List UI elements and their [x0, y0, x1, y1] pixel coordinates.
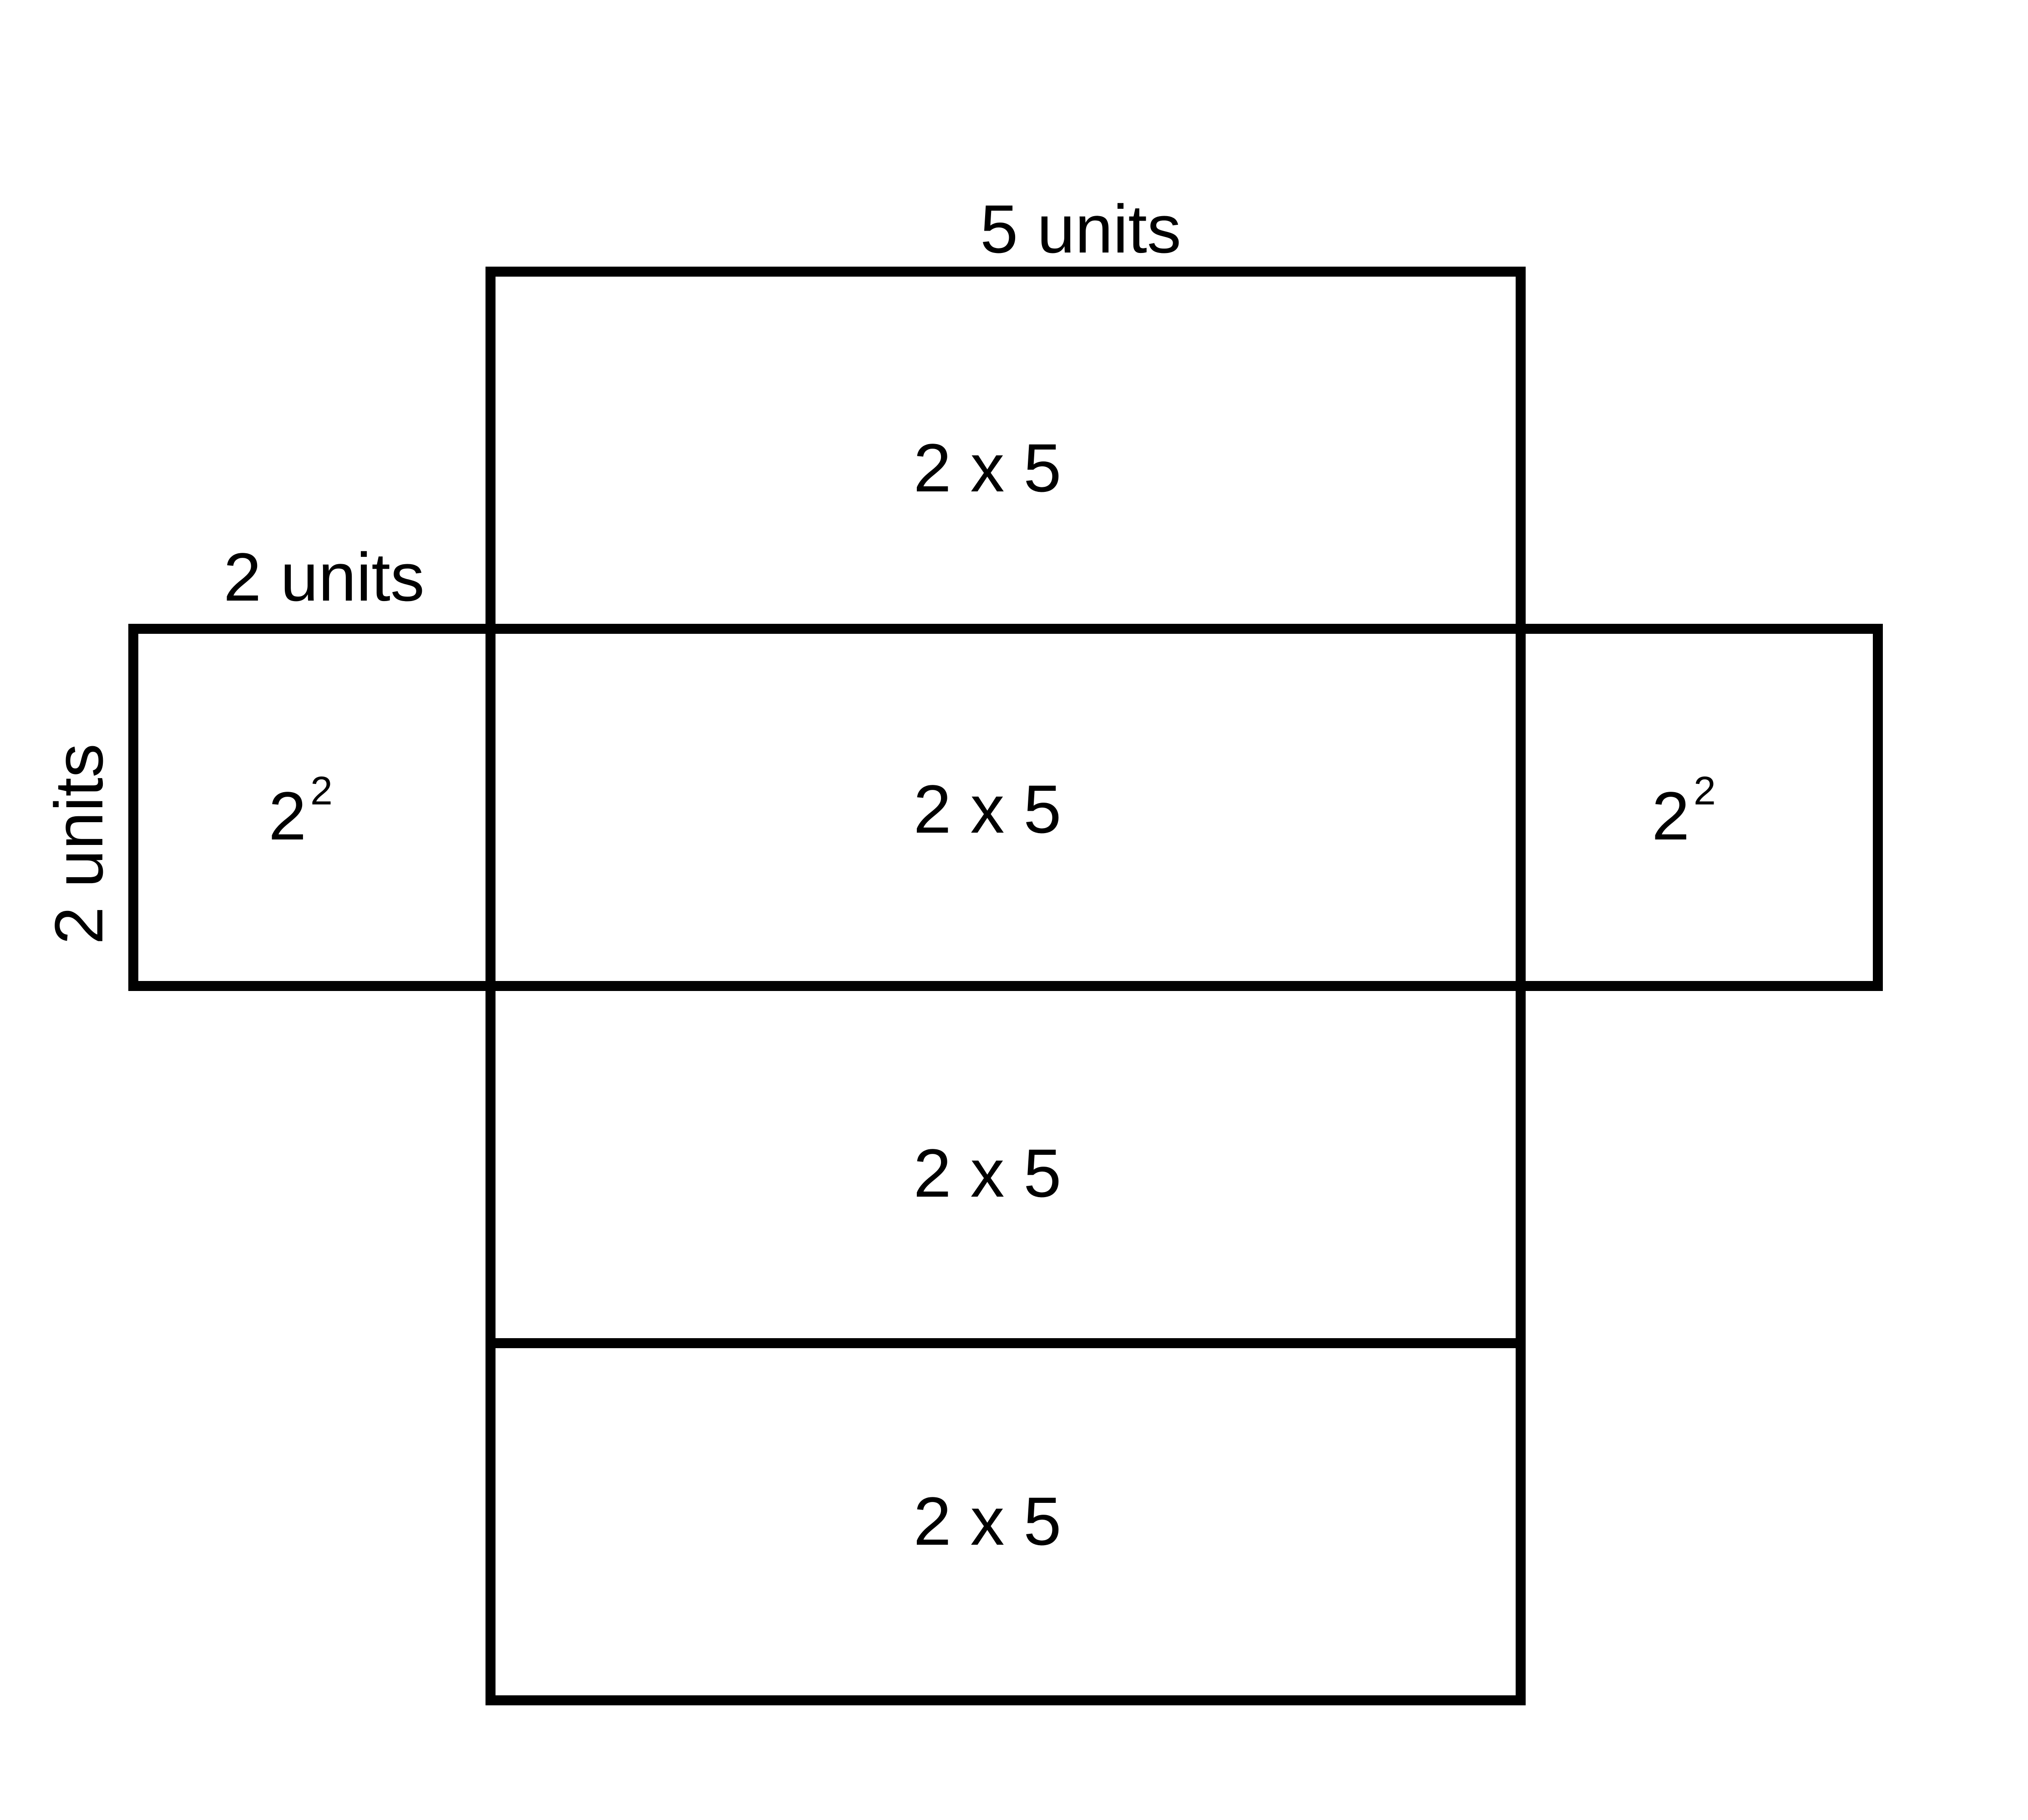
right-face-exponent: 2 [1694, 768, 1716, 813]
left-face-label: 2 2 [268, 768, 333, 854]
side-top-dimension-label: 2 units [223, 539, 425, 615]
right-face-base: 2 [1652, 778, 1689, 854]
right-face [1516, 624, 1883, 991]
side-left-dimension-label: 2 units [40, 743, 117, 945]
lower-face-label: 2 x 5 [913, 1135, 1061, 1211]
top-face [486, 267, 1526, 634]
right-face-label: 2 2 [1652, 768, 1716, 854]
left-face-base: 2 [268, 778, 306, 854]
middle-face [486, 624, 1526, 991]
bottom-face [486, 1338, 1526, 1705]
left-face [128, 624, 496, 991]
lower-face [486, 981, 1526, 1348]
top-dimension-label: 5 units [980, 191, 1181, 267]
top-face-label: 2 x 5 [913, 430, 1061, 506]
middle-face-label: 2 x 5 [913, 771, 1061, 847]
left-face-exponent: 2 [310, 768, 333, 813]
bottom-face-label: 2 x 5 [913, 1483, 1061, 1559]
